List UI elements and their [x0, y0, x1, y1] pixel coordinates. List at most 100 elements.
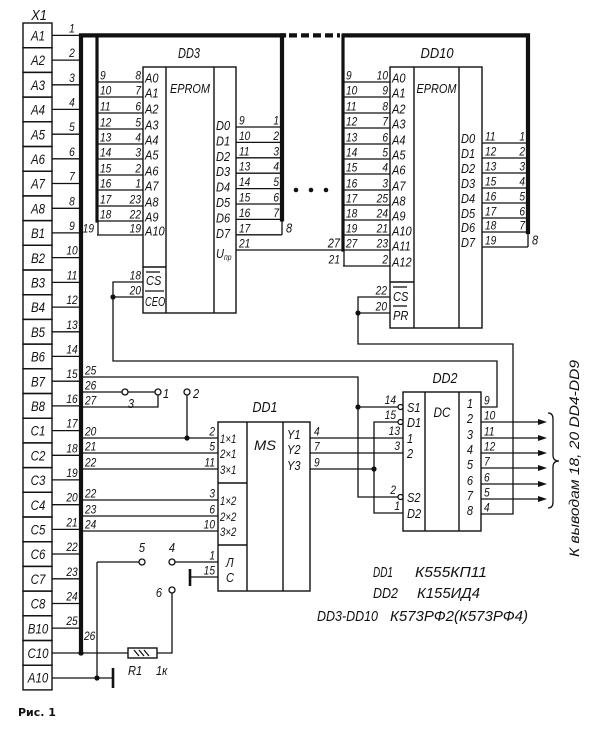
- bus-wire-number: 13: [100, 132, 112, 145]
- connector-wire: 4: [52, 97, 81, 111]
- connector-wire: 19: [52, 467, 81, 481]
- contact-4-label: 4: [169, 540, 175, 555]
- wire-number: 17: [66, 418, 78, 431]
- bus-wire-number: 1: [519, 131, 525, 144]
- pin-number: 13: [389, 425, 401, 438]
- pin-name: 3×2: [220, 526, 236, 539]
- pin-number: 9: [484, 395, 490, 408]
- connector-wire: 5: [52, 122, 81, 135]
- contact-label: A6: [30, 152, 45, 167]
- contact-label: C7: [31, 572, 47, 587]
- inversion-circle: [397, 418, 404, 426]
- wire-number: 26: [83, 630, 96, 643]
- pin-number: 6: [209, 504, 215, 517]
- bus-wire-number: 9: [346, 70, 352, 83]
- bus-wire-number: 2: [272, 130, 279, 143]
- pin-number: 13: [485, 161, 497, 174]
- pin-name: 1×1: [220, 433, 236, 446]
- connector-contact-b4: B4: [22, 294, 53, 321]
- pin-name: D3: [216, 164, 230, 179]
- bus-wire-number: 3: [273, 146, 279, 159]
- connector-wire: 16: [52, 393, 81, 407]
- pin-number: 15: [385, 409, 397, 422]
- chip-type-label: EPROM: [170, 81, 210, 96]
- bus-tap-number: 25: [84, 365, 97, 378]
- wire-number: 18: [66, 443, 78, 456]
- pin-number: 5: [382, 147, 388, 160]
- pin-number: 1: [209, 550, 215, 563]
- bus-wire-number: 11: [100, 101, 111, 114]
- pin-number: 14: [385, 394, 396, 407]
- pin-number: 20: [375, 301, 388, 314]
- wire-number: 13: [66, 319, 78, 332]
- contact-1-label: 1: [163, 386, 169, 401]
- pin-name: A1: [144, 86, 158, 101]
- bus-wire-number: 17: [346, 193, 358, 206]
- pin-name: 1: [467, 396, 473, 411]
- pin-name: 2×2: [219, 511, 236, 524]
- pin-name: Y3: [287, 458, 301, 473]
- pin-name: D5: [216, 195, 230, 210]
- bus-wire-number: 6: [519, 206, 525, 219]
- connector-wire: 1: [52, 23, 81, 37]
- pin-name-vpp: Uпр: [216, 246, 231, 262]
- pin-name: A0: [391, 71, 406, 86]
- pin-name: A2: [144, 102, 159, 117]
- connector-contact-a2: A2: [22, 47, 53, 74]
- pin-number: 10: [239, 130, 251, 143]
- pin-name: A8: [144, 195, 159, 210]
- pin-number: 20: [129, 285, 142, 298]
- connector-contact-b7: B7: [22, 368, 53, 395]
- pin-name: D0: [461, 131, 475, 146]
- bus-tap-number: 27: [84, 395, 97, 408]
- connector-wire: 6: [52, 146, 81, 160]
- main-bus: [78, 33, 287, 656]
- pin-number: 9: [382, 85, 388, 98]
- contact-label: A10: [27, 671, 48, 686]
- connector-contact-a4: A4: [22, 96, 53, 123]
- wire-number: 1: [69, 23, 75, 36]
- chip-ref-label: DD2: [433, 370, 459, 387]
- pin-name: D2: [407, 506, 421, 521]
- wire-number: 10: [66, 245, 78, 258]
- dd10-select-line: [357, 296, 514, 515]
- bus-wire-number: 19: [83, 223, 94, 236]
- pin-name: D7: [461, 235, 476, 250]
- pin-number: 15: [204, 565, 216, 578]
- pin-number: 12: [484, 441, 496, 454]
- contact-label: C6: [31, 547, 46, 562]
- contact-label: C3: [31, 473, 46, 488]
- pin-name: A7: [144, 179, 160, 194]
- contact-label: C5: [31, 523, 46, 538]
- contact-label: B6: [31, 350, 45, 365]
- pin-number: 9: [314, 457, 320, 470]
- pin-number: 5: [484, 487, 490, 500]
- pin-number: 23: [376, 238, 389, 251]
- connector-contact-a6: A6: [22, 145, 53, 172]
- resistor-hatch: [133, 649, 140, 657]
- contact-6-to-r1: [157, 593, 173, 654]
- pin-number: 10: [377, 70, 389, 83]
- bus-wire-number: 16: [346, 178, 358, 191]
- pin-number: 7: [135, 85, 141, 98]
- pin-number: 23: [129, 194, 142, 207]
- pin-name: 1×2: [220, 495, 236, 508]
- wire-number: 16: [66, 393, 78, 406]
- arrow-head: [538, 496, 547, 502]
- connector-wire: 13: [52, 319, 81, 333]
- bus-wire-number: 27: [345, 238, 358, 251]
